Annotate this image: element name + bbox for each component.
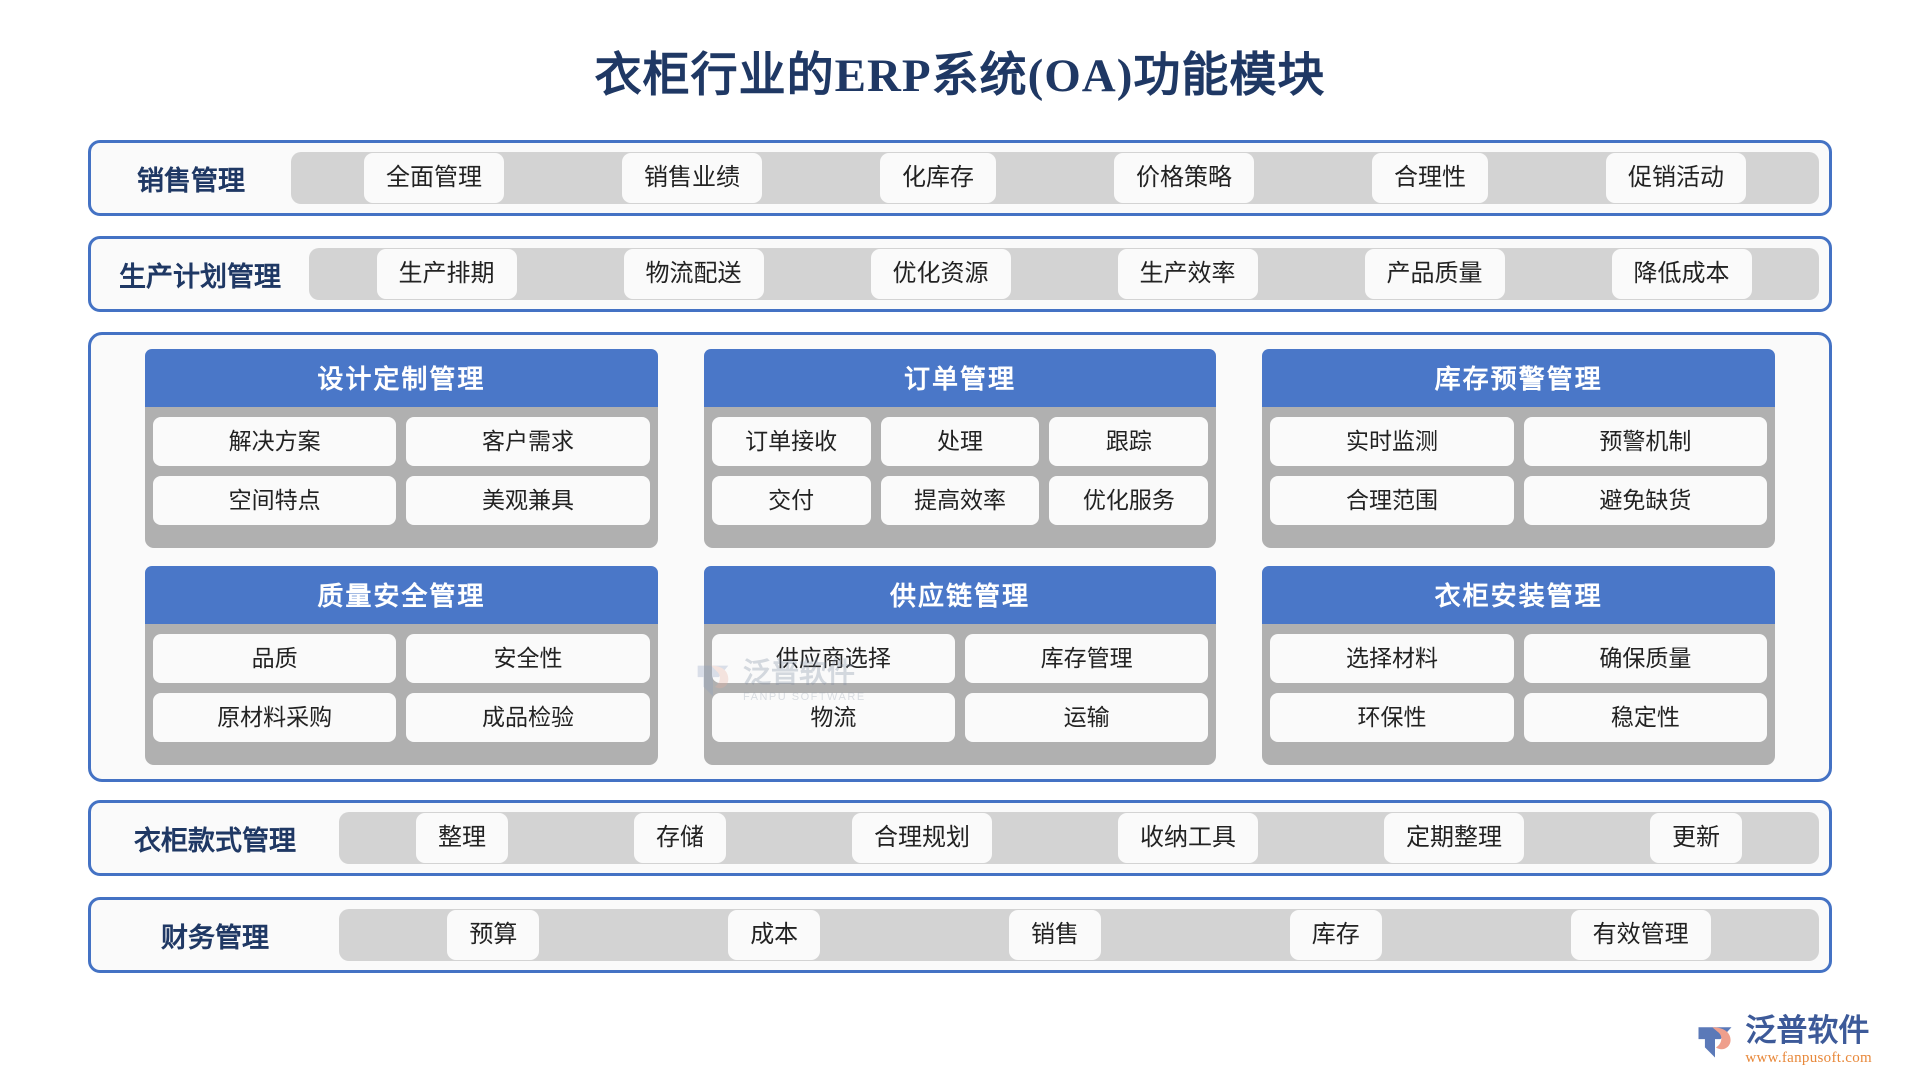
- card-pill[interactable]: 供应商选择: [711, 634, 955, 683]
- card-row: 环保性 稳定性: [1270, 693, 1768, 742]
- card-row: 合理范围 避免缺货: [1270, 476, 1768, 525]
- pill-item[interactable]: 成本: [728, 910, 821, 960]
- module-card-grid: 设计定制管理 解决方案 客户需求 空间特点 美观兼具 订单管理: [145, 349, 1775, 765]
- card-pill[interactable]: 空间特点: [153, 476, 397, 525]
- card-body: 供应商选择 库存管理 物流 运输: [703, 624, 1217, 765]
- card-pill[interactable]: 运输: [965, 693, 1209, 742]
- pill-tray-sales: 全面管理 销售业绩 化库存 价格策略 合理性 促销活动: [291, 152, 1819, 204]
- card-body: 品质 安全性 原材料采购 成品检验: [145, 624, 658, 765]
- card-pill[interactable]: 选择材料: [1270, 634, 1514, 683]
- pill-item[interactable]: 产品质量: [1364, 249, 1505, 299]
- card-pill[interactable]: 预警机制: [1523, 417, 1768, 466]
- card-body: 解决方案 客户需求 空间特点 美观兼具: [145, 407, 658, 548]
- pill-item[interactable]: 化库存: [880, 153, 996, 203]
- card-title: 设计定制管理: [145, 349, 658, 407]
- card-title: 订单管理: [703, 349, 1217, 407]
- card-pill[interactable]: 优化服务: [1049, 476, 1209, 525]
- card-pill[interactable]: 环保性: [1270, 693, 1514, 742]
- card-row: 原材料采购 成品检验: [153, 693, 650, 742]
- section-row-production: 生产计划管理 生产排期 物流配送 优化资源 生产效率 产品质量 降低成本: [88, 236, 1832, 312]
- fanpu-logo-icon: [1698, 1026, 1732, 1057]
- card-row: 供应商选择 库存管理: [711, 634, 1209, 683]
- card-title: 供应链管理: [703, 566, 1217, 624]
- logo-text-block: 泛普软件 www.fanpusoft.com: [1745, 1015, 1872, 1066]
- card-pill[interactable]: 提高效率: [880, 476, 1040, 525]
- card-pill[interactable]: 客户需求: [406, 417, 650, 466]
- card-pill[interactable]: 交付: [711, 476, 871, 525]
- card-row: 品质 安全性: [153, 634, 650, 683]
- section-row-finance: 财务管理 预算 成本 销售 库存 有效管理: [88, 897, 1832, 973]
- pill-item[interactable]: 生产效率: [1117, 249, 1258, 299]
- pill-item[interactable]: 合理性: [1372, 153, 1488, 203]
- card-pill[interactable]: 稳定性: [1523, 693, 1768, 742]
- pill-item[interactable]: 销售业绩: [622, 153, 762, 203]
- pill-item[interactable]: 有效管理: [1570, 910, 1711, 960]
- card-pill[interactable]: 处理: [880, 417, 1040, 466]
- logo-url: www.fanpusoft.com: [1745, 1050, 1872, 1066]
- section-label-sales: 销售管理: [137, 165, 245, 196]
- card-pill[interactable]: 跟踪: [1049, 417, 1209, 466]
- card-title: 质量安全管理: [145, 566, 658, 624]
- card-body: 选择材料 确保质量 环保性 稳定性: [1262, 624, 1775, 765]
- card-pill[interactable]: 解决方案: [153, 417, 397, 466]
- pill-item[interactable]: 物流配送: [623, 249, 764, 299]
- card-row: 实时监测 预警机制: [1270, 417, 1768, 466]
- pill-tray-wardrobe-style: 整理 存储 合理规划 收纳工具 定期整理 更新: [339, 812, 1819, 864]
- card-pill[interactable]: 实时监测: [1270, 417, 1514, 466]
- pill-item[interactable]: 整理: [416, 813, 508, 863]
- pill-item[interactable]: 优化资源: [870, 249, 1011, 299]
- pill-item[interactable]: 存储: [634, 813, 726, 863]
- card-pill[interactable]: 安全性: [406, 634, 650, 683]
- card-pill[interactable]: 美观兼具: [406, 476, 650, 525]
- section-label-production: 生产计划管理: [119, 261, 281, 292]
- module-card-inventory-alert: 库存预警管理 实时监测 预警机制 合理范围 避免缺货: [1262, 349, 1775, 548]
- pill-item[interactable]: 更新: [1650, 813, 1742, 863]
- module-card-design: 设计定制管理 解决方案 客户需求 空间特点 美观兼具: [145, 349, 658, 548]
- card-pill[interactable]: 合理范围: [1270, 476, 1514, 525]
- logo-cn: 泛普软件: [1745, 1013, 1870, 1048]
- pill-item[interactable]: 生产排期: [376, 249, 517, 299]
- card-pill[interactable]: 原材料采购: [153, 693, 397, 742]
- card-body: 订单接收 处理 跟踪 交付 提高效率 优化服务: [703, 407, 1217, 548]
- card-body: 实时监测 预警机制 合理范围 避免缺货: [1262, 407, 1775, 548]
- card-row: 解决方案 客户需求: [153, 417, 650, 466]
- module-card-container: 设计定制管理 解决方案 客户需求 空间特点 美观兼具 订单管理: [88, 332, 1832, 782]
- section-row-wardrobe-style: 衣柜款式管理 整理 存储 合理规划 收纳工具 定期整理 更新: [88, 800, 1832, 876]
- card-pill[interactable]: 物流: [711, 693, 955, 742]
- pill-item[interactable]: 库存: [1289, 910, 1382, 960]
- page-title: 衣柜行业的ERP系统(OA)功能模块: [594, 50, 1326, 102]
- pill-item[interactable]: 降低成本: [1611, 249, 1752, 299]
- card-pill[interactable]: 成品检验: [406, 693, 650, 742]
- card-row: 选择材料 确保质量: [1270, 634, 1768, 683]
- card-title: 衣柜安装管理: [1262, 566, 1775, 624]
- module-card-installation: 衣柜安装管理 选择材料 确保质量 环保性 稳定性: [1262, 566, 1775, 765]
- pill-item[interactable]: 预算: [447, 910, 540, 960]
- card-row: 订单接收 处理 跟踪: [711, 417, 1209, 466]
- pill-item[interactable]: 定期整理: [1384, 813, 1524, 863]
- card-pill[interactable]: 避免缺货: [1523, 476, 1768, 525]
- pill-item[interactable]: 促销活动: [1606, 153, 1746, 203]
- module-card-quality: 质量安全管理 品质 安全性 原材料采购 成品检验: [145, 566, 658, 765]
- section-label-finance: 财务管理: [161, 922, 269, 953]
- card-pill[interactable]: 确保质量: [1523, 634, 1768, 683]
- pill-item[interactable]: 价格策略: [1114, 153, 1254, 203]
- section-label-wardrobe-style: 衣柜款式管理: [134, 825, 296, 856]
- pill-tray-production: 生产排期 物流配送 优化资源 生产效率 产品质量 降低成本: [309, 248, 1819, 300]
- card-title: 库存预警管理: [1262, 349, 1775, 407]
- card-row: 交付 提高效率 优化服务: [711, 476, 1209, 525]
- module-card-order: 订单管理 订单接收 处理 跟踪 交付 提高效率 优化服务: [703, 349, 1217, 548]
- pill-item[interactable]: 全面管理: [364, 153, 504, 203]
- pill-item[interactable]: 收纳工具: [1118, 813, 1258, 863]
- pill-item[interactable]: 销售: [1008, 910, 1101, 960]
- card-pill[interactable]: 订单接收: [711, 417, 871, 466]
- pill-tray-finance: 预算 成本 销售 库存 有效管理: [339, 909, 1819, 961]
- section-row-sales: 销售管理 全面管理 销售业绩 化库存 价格策略 合理性 促销活动: [88, 140, 1832, 216]
- card-row: 空间特点 美观兼具: [153, 476, 650, 525]
- card-pill[interactable]: 品质: [153, 634, 397, 683]
- card-row: 物流 运输: [711, 693, 1209, 742]
- card-pill[interactable]: 库存管理: [965, 634, 1209, 683]
- brand-logo: 泛普软件 www.fanpusoft.com: [1693, 1015, 1872, 1066]
- pill-item[interactable]: 合理规划: [852, 813, 992, 863]
- module-card-supply-chain: 供应链管理 供应商选择 库存管理 物流 运输: [703, 566, 1217, 765]
